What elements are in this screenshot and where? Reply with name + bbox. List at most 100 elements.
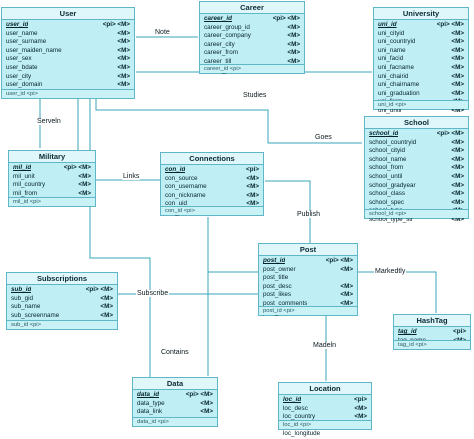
attribute-name: con_id — [165, 166, 186, 173]
attribute-row: sub_name <M> — [11, 303, 113, 312]
attribute-type: <pi> <M> — [436, 130, 464, 137]
subscriptions-title: Subscriptions — [7, 273, 117, 285]
attribute-row: school_countryid<M> — [369, 139, 464, 148]
attribute-type: <M> — [451, 29, 464, 37]
data-title: Data — [133, 378, 217, 390]
attribute-type: <M> — [451, 55, 464, 63]
attribute-type: <M> — [287, 23, 300, 31]
attribute-type: <M> — [340, 265, 353, 273]
attribute-name: uni_name — [378, 46, 406, 54]
attribute-type: <M> — [451, 155, 464, 163]
attribute-type: <M> — [117, 38, 130, 46]
attribute-name: uni_until — [378, 106, 402, 114]
attribute-type: <M> — [287, 49, 300, 57]
attribute-type: <M> — [246, 174, 259, 182]
attribute-name: school_countryid — [369, 138, 417, 146]
hashtag-identifier: tag_id <pi> — [394, 340, 470, 349]
attribute-type: <M> — [100, 303, 113, 311]
attribute-row: mil_id <pi> <M> — [13, 164, 91, 173]
attribute-row: school_spec<M> — [369, 199, 464, 208]
attribute-name: school_type_str — [369, 215, 414, 223]
attribute-row: data_type<M> — [137, 400, 213, 409]
attribute-row: career_city<M> — [204, 41, 300, 50]
attribute-type: <M> — [451, 63, 464, 71]
attribute-row: career_group_id <M> — [204, 24, 300, 33]
attribute-row: uni_countryid <M> — [378, 38, 464, 47]
post-identifier: post_id <pi> — [259, 306, 357, 315]
attribute-name: career_company — [204, 32, 251, 40]
attribute-type: <pi> <M> — [63, 164, 91, 171]
attribute-row: data_link<M> — [137, 408, 213, 417]
attribute-type: <M> — [354, 413, 367, 421]
attribute-type: <M> — [117, 81, 130, 89]
attribute-type: <M> — [451, 198, 464, 206]
subscriptions-identifier: sub_id <pi> — [7, 320, 117, 329]
attribute-row: user_maiden_name<M> — [6, 47, 130, 56]
attribute-name: con_nickname — [165, 191, 206, 199]
attribute-row: uni_graduation<M> — [378, 90, 464, 99]
attribute-name: post_title — [263, 274, 289, 282]
attribute-row: post_title — [263, 274, 353, 283]
attribute-name: uni_countryid — [378, 38, 416, 46]
attribute-name: tag_id — [398, 328, 417, 335]
attribute-row: school_gradyear<M> — [369, 182, 464, 191]
attribute-name: career_group_id — [204, 23, 250, 31]
attribute-name: mil_id — [13, 164, 32, 171]
attribute-name: post_owner — [263, 265, 296, 273]
attribute-name: uni_id — [378, 21, 397, 28]
attribute-type: <M> — [451, 38, 464, 46]
attribute-type: <M> — [117, 55, 130, 63]
attribute-type: <pi> <M> — [185, 391, 213, 398]
attribute-type: <M> — [451, 190, 464, 198]
attribute-type: <M> — [78, 181, 91, 189]
career-identifier: career_id <pi> — [200, 64, 304, 73]
attribute-type: <M> — [354, 404, 367, 412]
attribute-row: career_from<M> — [204, 49, 300, 58]
attribute-row: uni_chairid<M> — [378, 73, 464, 82]
label-links: Links — [122, 173, 141, 180]
user-title: User — [2, 8, 134, 20]
attribute-name: school_name — [369, 155, 407, 163]
attribute-type: <M> — [100, 311, 113, 319]
attribute-row: post_likes<M> — [263, 291, 353, 300]
attribute-row: tag_id<pi> — [398, 328, 466, 337]
attribute-row: uni_id<pi> <M> — [378, 21, 464, 30]
attribute-name: data_link — [137, 408, 163, 416]
attribute-row: user_surname<M> — [6, 38, 130, 47]
military-title: Military — [9, 151, 95, 163]
attribute-name: data_id — [137, 391, 160, 398]
attribute-row: data_id <pi> <M> — [137, 391, 213, 400]
location-identifier: loc_id <pi> — [279, 420, 371, 429]
attribute-row: sub_id<pi> <M> — [11, 286, 113, 295]
user-identifier: user_id <pi> — [2, 89, 134, 98]
attribute-type: <M> — [451, 181, 464, 189]
university-identifier: uni_id <pi> — [374, 100, 468, 109]
attribute-name: uni_facname — [378, 63, 415, 71]
attribute-name: sub_screenname — [11, 311, 60, 319]
attribute-name: user_maiden_name — [6, 46, 62, 54]
attribute-type: <pi> <M> — [102, 21, 130, 28]
label-note: Note — [154, 29, 171, 36]
hashtag-title: HashTag — [394, 315, 470, 327]
label-contains: Contains — [160, 349, 190, 356]
military-identifier: mil_id <pi> — [9, 197, 95, 206]
attribute-type: <M> — [100, 294, 113, 302]
attribute-name: post_desc — [263, 282, 292, 290]
attribute-type: <M> — [200, 399, 213, 407]
attribute-row: user_sex<M> — [6, 55, 130, 64]
attribute-type: <pi> — [246, 166, 259, 173]
attribute-type: <M> — [451, 81, 464, 89]
attribute-row: uni_until<M> — [378, 107, 464, 116]
attribute-name: sub_name — [11, 303, 41, 311]
attribute-row: mil_from<M> — [13, 190, 91, 199]
attribute-row: mil_unit<M> — [13, 173, 91, 182]
attribute-type: <pi> <M> — [325, 257, 353, 264]
label-serveln: Serveln — [36, 118, 62, 125]
attribute-name: con_username — [165, 183, 207, 191]
attribute-type: <M> — [78, 172, 91, 180]
